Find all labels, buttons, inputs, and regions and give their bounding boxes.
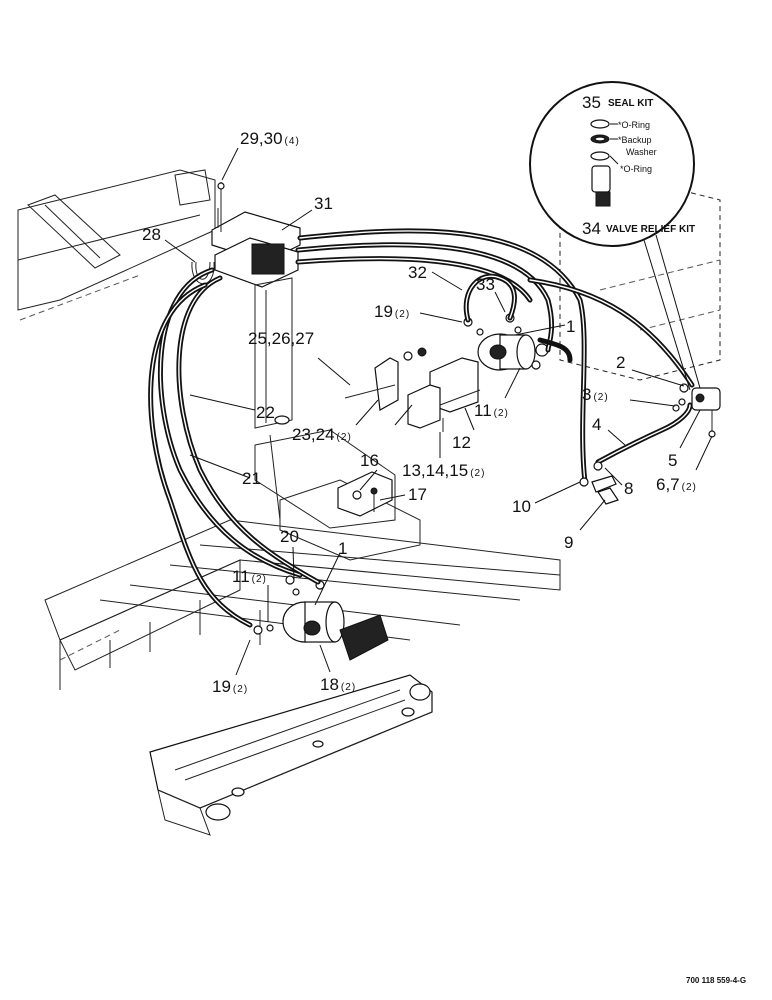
hose-bundle: [148, 228, 695, 628]
callout-8: 8: [624, 479, 633, 498]
callout-25-27: 25,26,27: [248, 329, 314, 348]
callout-16: 16: [360, 451, 379, 470]
plate-23-24: [344, 347, 427, 411]
callout-1-top: 1: [566, 317, 575, 336]
callout-18: 18(2): [320, 675, 356, 694]
callout-1-bot: 1: [338, 539, 347, 558]
callout-labels: 29,30(4) 31 28 32 33 19(2) 1 25,26,27 22…: [142, 129, 697, 696]
callout-3: 3(2): [582, 385, 609, 404]
callout-33: 33: [476, 275, 495, 294]
seal-kit-number: 35: [582, 93, 601, 112]
callout-10: 10: [512, 497, 531, 516]
backup-washer-line2: Washer: [626, 147, 657, 157]
callout-17: 17: [408, 485, 427, 504]
oring-bottom-label: *O-Ring: [620, 164, 652, 174]
callout-13-15: 13,14,15(2): [402, 461, 485, 480]
inset-labels: 35 SEAL KIT *O-Ring *Backup Washer *O-Ri…: [582, 93, 695, 238]
valve-kit-number: 34: [582, 219, 601, 238]
vertical-post: [254, 277, 293, 429]
callout-11-bot: 11(2): [232, 567, 267, 586]
tee-fitting-8: [579, 461, 619, 505]
mount-bracket-31: [211, 182, 301, 288]
leader-lines: [164, 147, 713, 676]
callout-5: 5: [668, 451, 677, 470]
callout-12: 12: [452, 433, 471, 452]
callout-9: 9: [564, 533, 573, 552]
callout-19-top: 19(2): [374, 302, 410, 321]
callout-20: 20: [280, 527, 299, 546]
callout-21: 21: [242, 469, 261, 488]
seal-kit-label: SEAL KIT: [608, 98, 653, 109]
callout-4: 4: [592, 415, 601, 434]
upper-motor-1: [477, 333, 549, 371]
bracket-16: [337, 471, 393, 517]
callout-19-bot: 19(2): [212, 677, 248, 696]
callout-22: 22: [256, 403, 275, 422]
motor-bracket-12: [407, 357, 481, 432]
callout-28: 28: [142, 225, 161, 244]
callout-6-7: 6,7(2): [656, 475, 697, 494]
callout-29-30: 29,30(4): [240, 129, 300, 148]
seal-kit-inset: [529, 81, 701, 391]
callout-2: 2: [616, 353, 625, 372]
relief-valve-5: [672, 383, 721, 438]
drawing-code: 700 118 559-4-G: [686, 976, 746, 985]
oring-top-label: *O-Ring: [618, 120, 650, 130]
lower-motor-1: [253, 575, 389, 661]
callout-32: 32: [408, 263, 427, 282]
valve-kit-label: VALVE RELIEF KIT: [606, 224, 695, 235]
callout-31: 31: [314, 194, 333, 213]
callout-11-top: 11(2): [474, 401, 509, 420]
elevator-arm: [149, 674, 433, 836]
callout-23-24: 23,24(2): [292, 425, 352, 444]
backup-washer-line1: *Backup: [618, 135, 652, 145]
